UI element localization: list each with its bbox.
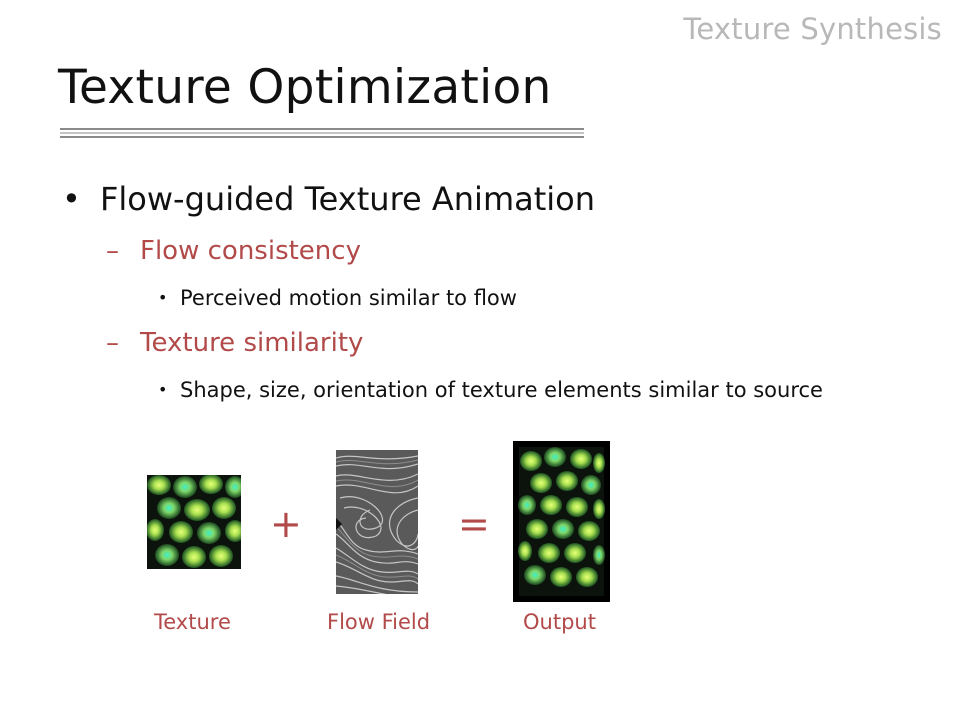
output-image xyxy=(513,441,610,602)
subbullet-flow-consistency: –Flow consistency xyxy=(106,236,361,266)
subbullet-flow-consistency-text: Flow consistency xyxy=(140,236,361,266)
label-output: Output xyxy=(523,610,596,634)
subbullet-texture-similarity: –Texture similarity xyxy=(106,328,363,358)
bullet-main-text: Flow-guided Texture Animation xyxy=(100,180,596,218)
section-topic: Texture Synthesis xyxy=(683,12,942,46)
dash-marker: – xyxy=(106,236,119,266)
flow-field-image xyxy=(336,450,418,594)
bullet-dot: • xyxy=(158,380,168,399)
equals-sign: = xyxy=(458,502,490,546)
bullet-dot: • xyxy=(62,180,81,218)
detail-flow-consistency: • Perceived motion similar to flow xyxy=(158,284,858,312)
bullet-dot: • xyxy=(158,288,168,307)
subbullet-texture-similarity-text: Texture similarity xyxy=(140,328,364,358)
detail-texture-similarity: • Shape, size, orientation of texture el… xyxy=(158,376,888,404)
dash-marker: – xyxy=(106,328,119,358)
bullet-main: • Flow-guided Texture Animation xyxy=(62,180,595,218)
label-flow-field: Flow Field xyxy=(327,610,431,634)
texture-image xyxy=(147,475,241,569)
detail-flow-consistency-text: Perceived motion similar to flow xyxy=(180,286,517,310)
title-underline xyxy=(60,128,584,140)
label-texture: Texture xyxy=(154,610,231,634)
slide-title: Texture Optimization xyxy=(58,60,552,115)
detail-texture-similarity-text: Shape, size, orientation of texture elem… xyxy=(180,378,823,402)
plus-sign: + xyxy=(270,502,302,546)
